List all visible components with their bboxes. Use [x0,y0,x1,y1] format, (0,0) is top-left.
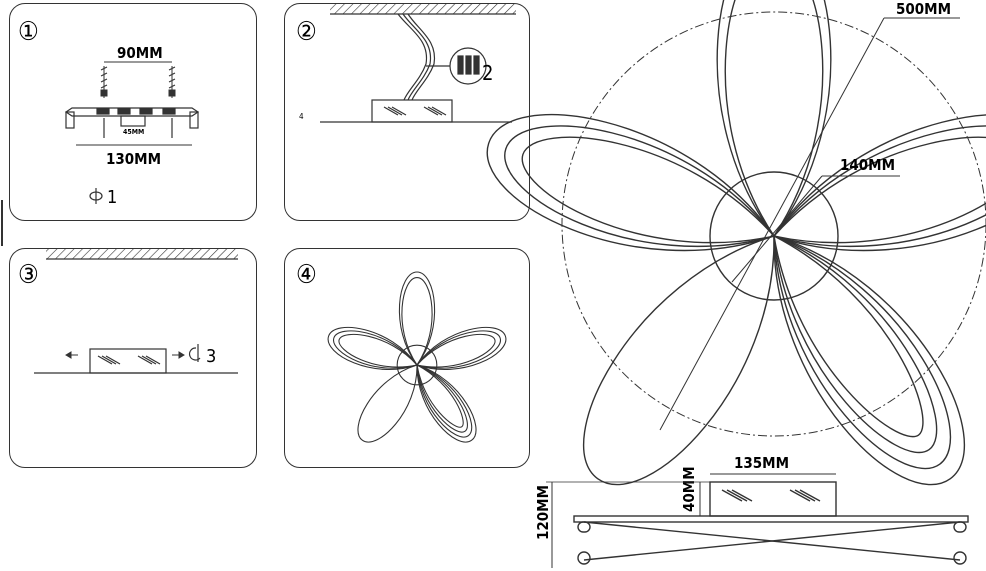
dim-140mm-label: 140MM [840,156,895,174]
step-2-panel [284,3,530,221]
driver-box [371,99,453,123]
step-4-panel [284,248,530,468]
dim-120mm-label: 120MM [534,485,552,540]
ceiling-hatch-3 [46,249,238,259]
arrow-right-icon [172,351,185,359]
mounting-bracket-icon [64,107,200,138]
plan-outline-circle [561,11,986,437]
step-3-screw-note: 3 [206,346,216,367]
dim-40mm-label: 40MM [680,466,698,512]
driver-box-3 [89,348,167,374]
step-4-number: ④ [296,260,317,290]
power-wires [397,13,436,101]
lamp-small-preview [327,271,507,443]
arrow-left-icon [65,351,78,359]
step-2-connector-note: 2 [482,61,493,85]
terminal-connector-icon [426,47,487,85]
dim-90mm-label: 90MM [117,44,163,62]
wall-anchor-left-icon [100,66,108,98]
dim-130mm-label: 130MM [106,150,161,168]
dim-45mm-label: 45MM [123,128,144,136]
screwdriver-rotate-icon [89,188,103,204]
step-2-small-mark: 4 [299,112,304,121]
lamp-side-view [573,481,969,565]
screw-rotate-icon [188,344,201,362]
lamp-plan-view [486,0,986,486]
step-1-number: ① [18,17,39,47]
step-2-number: ② [296,17,317,47]
step-1-screw-note: 1 [107,187,117,208]
step-1-panel [9,3,257,221]
step-3-number: ③ [18,260,39,290]
dim-500mm-label: 500MM [896,0,951,18]
ceiling-hatch [330,4,516,14]
wall-anchor-right-icon [168,66,176,98]
dim-500mm-line [659,17,885,431]
dim-140mm-line [731,175,823,283]
step-3-panel [9,248,257,468]
dim-135mm-label: 135MM [734,454,789,472]
